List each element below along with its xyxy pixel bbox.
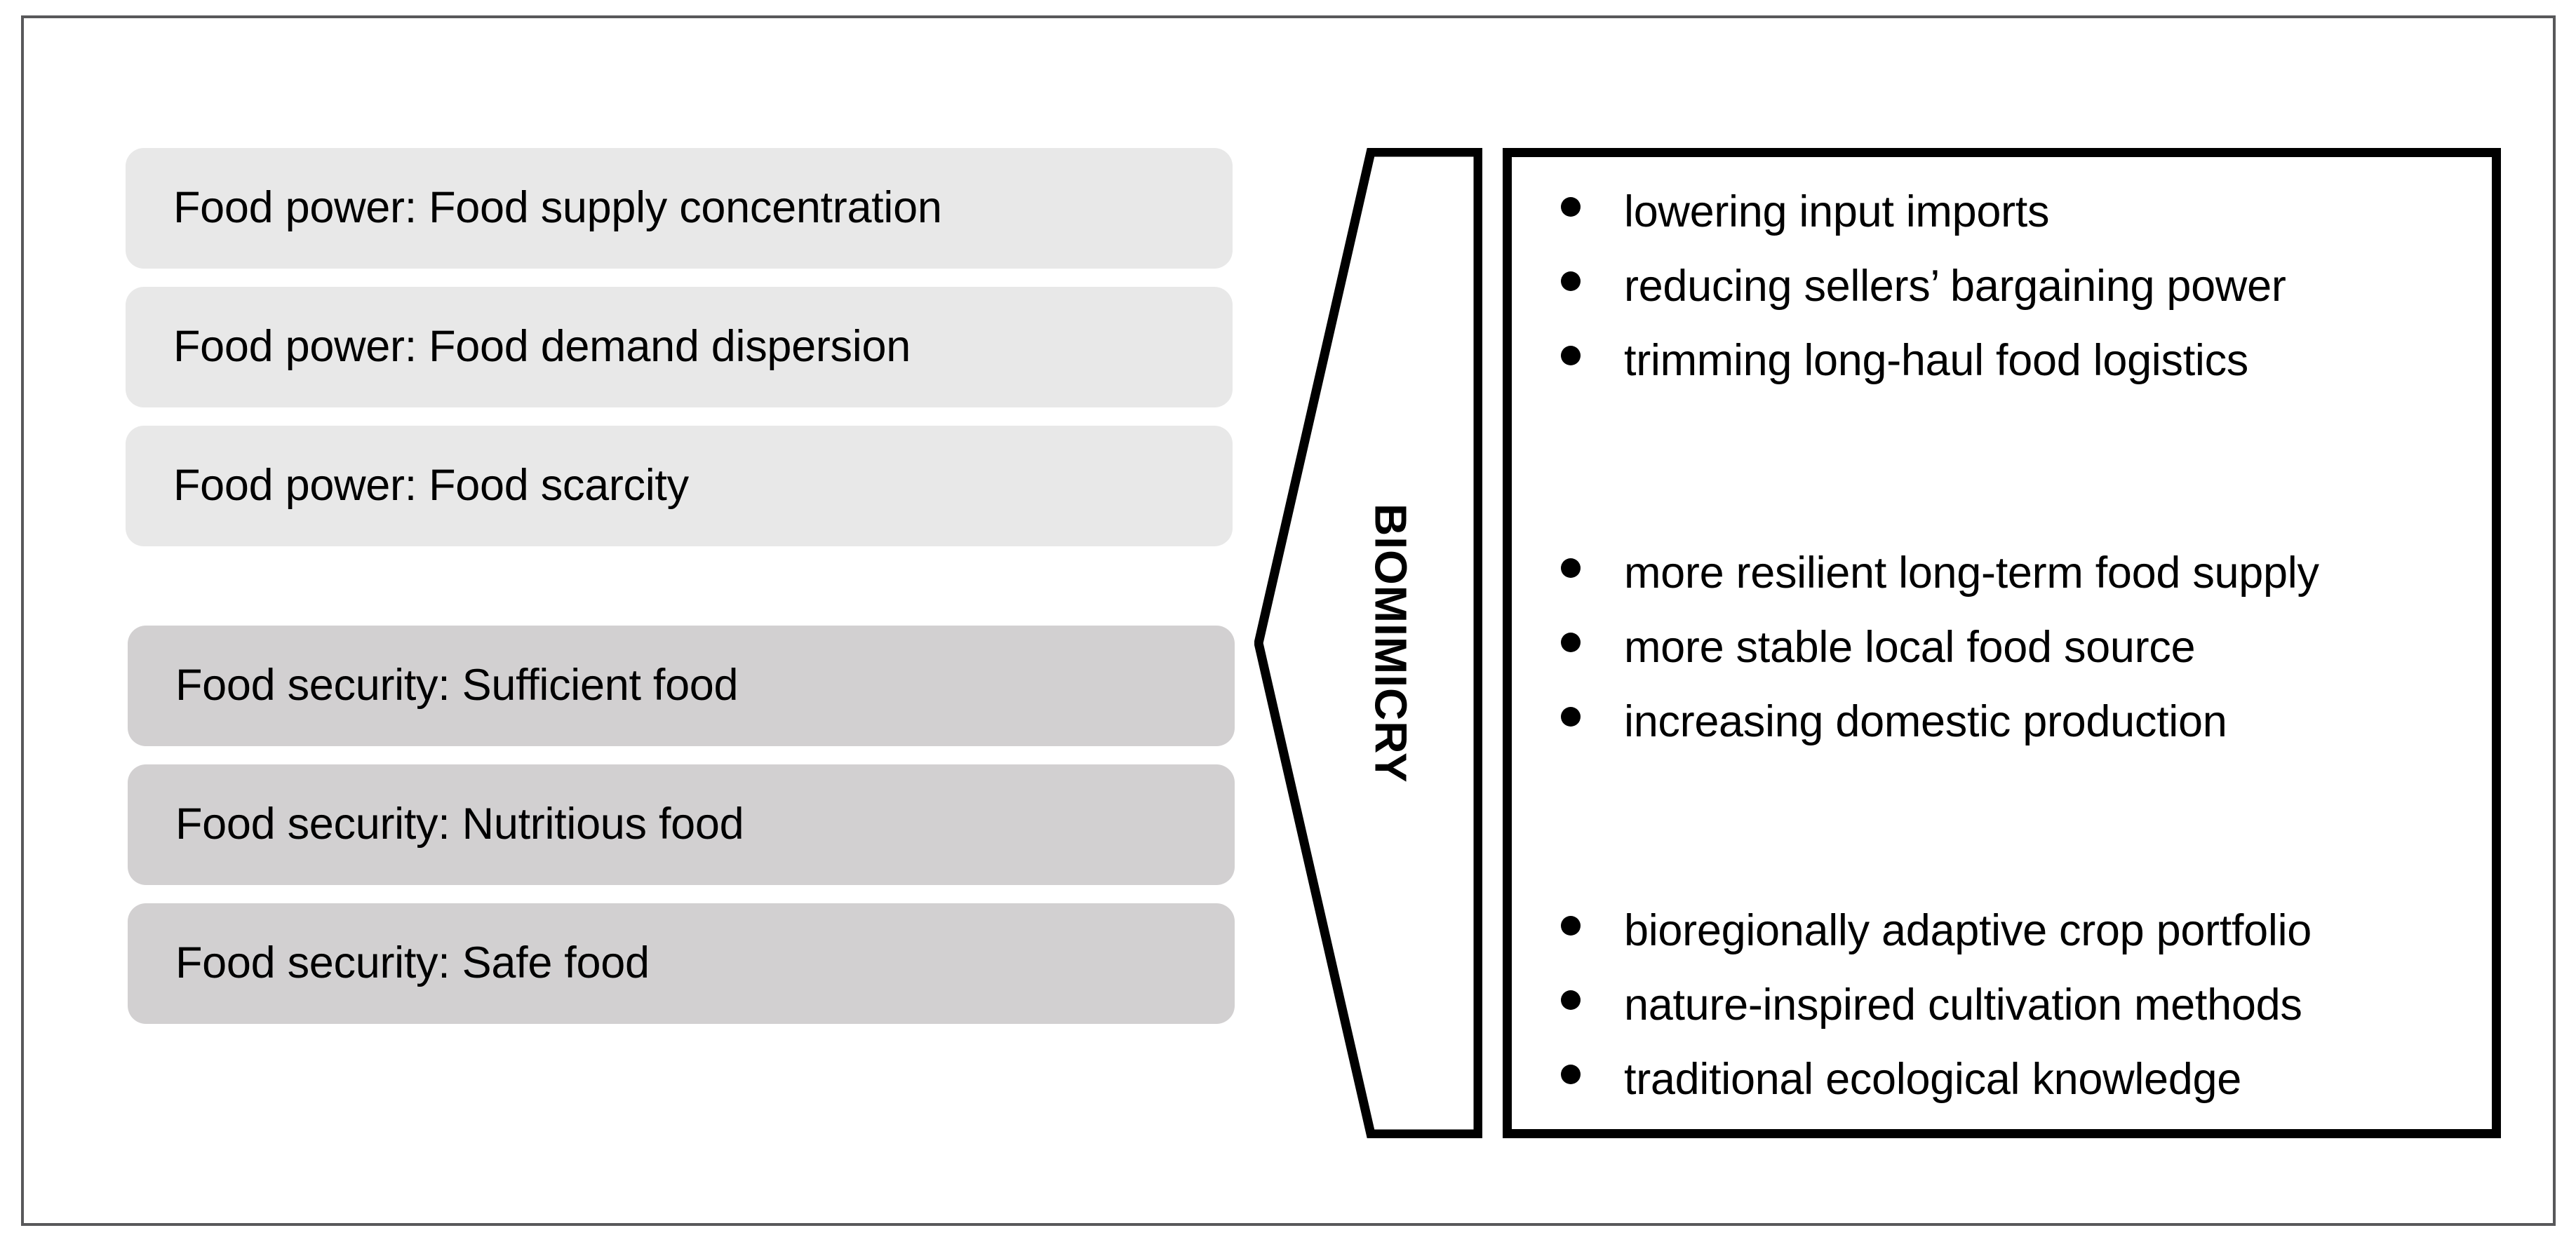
- list-item: nature-inspired cultivation methods: [1561, 982, 2487, 1056]
- chip-label: Food power: Food demand dispersion: [173, 322, 911, 372]
- chip-food-security-nutritious-food[interactable]: Food security: Nutritious food: [128, 764, 1235, 885]
- list-item: more resilient long-term food supply: [1561, 550, 2487, 624]
- list-item: increasing domestic production: [1561, 698, 2487, 773]
- chip-label: Food power: Food scarcity: [173, 461, 689, 511]
- bullet-text: traditional ecological knowledge: [1624, 1055, 2241, 1104]
- chip-label: Food power: Food supply concentration: [173, 183, 942, 233]
- chip-label: Food security: Sufficient food: [175, 661, 739, 710]
- bullet-text: increasing domestic production: [1624, 697, 2227, 746]
- figure-frame: Food power: Food supply concentration Fo…: [21, 15, 2556, 1226]
- list-item: trimming long-haul food logistics: [1561, 337, 2487, 412]
- chip-food-security-sufficient-food[interactable]: Food security: Sufficient food: [128, 626, 1235, 746]
- outcome-group-food-supply: more resilient long-term food supply mor…: [1561, 550, 2487, 773]
- bullet-dot-icon: [1561, 1065, 1581, 1084]
- bullet-text: trimming long-haul food logistics: [1624, 336, 2249, 385]
- chip-food-power-supply-concentration[interactable]: Food power: Food supply concentration: [126, 148, 1233, 269]
- bullet-text: more resilient long-term food supply: [1624, 548, 2319, 598]
- list-item: traditional ecological knowledge: [1561, 1056, 2487, 1130]
- chip-food-power-scarcity[interactable]: Food power: Food scarcity: [126, 426, 1233, 546]
- list-item: reducing sellers’ bargaining power: [1561, 263, 2487, 337]
- concept-chip-column: Food power: Food supply concentration Fo…: [105, 115, 1235, 1139]
- bullet-dot-icon: [1561, 271, 1581, 291]
- bullet-text: reducing sellers’ bargaining power: [1624, 262, 2286, 311]
- bullet-text: nature-inspired cultivation methods: [1624, 980, 2302, 1030]
- chip-food-power-demand-dispersion[interactable]: Food power: Food demand dispersion: [126, 287, 1233, 407]
- bullet-dot-icon: [1561, 707, 1581, 727]
- bullet-dot-icon: [1561, 916, 1581, 936]
- chip-label: Food security: Nutritious food: [175, 799, 744, 849]
- list-item: lowering input imports: [1561, 189, 2487, 263]
- chevron-arrow-icon: [1254, 148, 1482, 1138]
- bullet-dot-icon: [1561, 990, 1581, 1010]
- bullet-text: more stable local food source: [1624, 623, 2196, 672]
- chip-label: Food security: Safe food: [175, 938, 650, 988]
- bullet-dot-icon: [1561, 558, 1581, 578]
- bullet-dot-icon: [1561, 633, 1581, 652]
- outcome-group-food-power: lowering input imports reducing sellers’…: [1561, 189, 2487, 412]
- biomimicry-outcomes-box: lowering input imports reducing sellers’…: [1503, 148, 2501, 1138]
- biomimicry-chevron: BIOMIMICRY: [1254, 148, 1482, 1138]
- chip-food-security-safe-food[interactable]: Food security: Safe food: [128, 903, 1235, 1024]
- list-item: bioregionally adaptive crop portfolio: [1561, 907, 2487, 982]
- bullet-dot-icon: [1561, 197, 1581, 217]
- bullet-text: lowering input imports: [1624, 187, 2050, 236]
- list-item: more stable local food source: [1561, 624, 2487, 698]
- outcome-group-food-practices: bioregionally adaptive crop portfolio na…: [1561, 907, 2487, 1130]
- bullet-dot-icon: [1561, 346, 1581, 365]
- bullet-text: bioregionally adaptive crop portfolio: [1624, 906, 2312, 955]
